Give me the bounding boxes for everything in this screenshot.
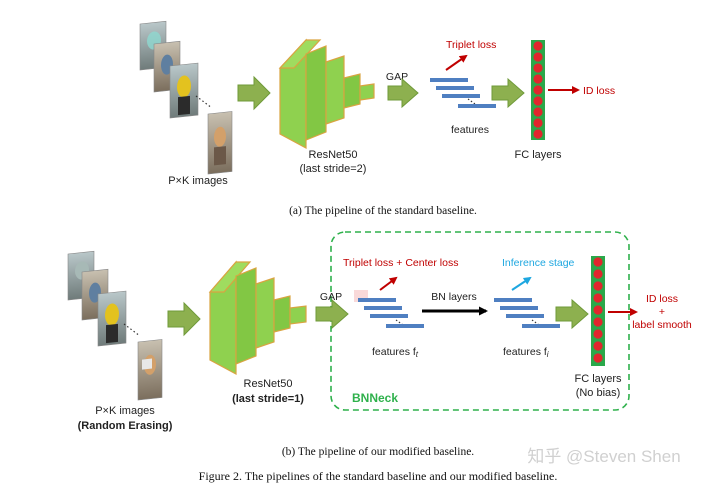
top-id-loss: ID loss	[583, 85, 615, 97]
bn-layers-label: BN layers	[431, 291, 477, 303]
bottom-backbone-label-1: ResNet50	[244, 378, 293, 390]
bottom-gap-label: GAP	[320, 291, 342, 303]
top-triplet-arrow	[445, 54, 468, 71]
top-backbone-label-1: ResNet50	[309, 149, 358, 161]
top-fc-label: FC layers	[514, 149, 562, 161]
top-input-label: P×K images	[168, 175, 228, 187]
bottom-fc-label-2: (No bias)	[576, 387, 621, 399]
bottom-triplet-arrow	[379, 276, 398, 291]
bottom-triplet-center-loss: Triplet loss + Center loss	[343, 257, 458, 269]
top-backbone-label-2: (last stride=2)	[300, 163, 367, 175]
bottom-fc-layer	[591, 256, 605, 366]
inference-stage-label: Inference stage	[502, 257, 575, 269]
bottom-caption: (b) The pipeline of our modified baselin…	[282, 446, 474, 458]
ellipsis-dots-bottom	[123, 323, 141, 337]
watermark: 知乎 @Steven Shen	[527, 447, 680, 466]
bottom-features-t-label: features ft	[372, 346, 419, 359]
top-arrow-to-backbone	[237, 75, 271, 111]
top-arrow-gap	[387, 77, 419, 109]
top-features-label: features	[451, 124, 489, 136]
bottom-input-label-1: P×K images	[95, 405, 155, 417]
bottom-features-t	[354, 290, 424, 328]
bottom-features-i	[494, 298, 560, 328]
bottom-arrow-gap	[315, 298, 349, 330]
bottom-features-i-label: features fi	[503, 346, 549, 359]
bnneck-label: BNNeck	[352, 391, 398, 405]
top-input-images	[139, 20, 233, 175]
top-triplet-loss: Triplet loss	[446, 39, 496, 51]
bottom-arrow-to-fc	[555, 298, 589, 330]
bottom-arrow-to-backbone	[167, 301, 201, 337]
bottom-fc-label-1: FC layers	[574, 373, 622, 385]
figure-caption: Figure 2. The pipelines of the standard …	[199, 469, 558, 483]
bottom-resnet-block	[208, 260, 307, 376]
bottom-backbone-label-2: (last stride=1)	[232, 393, 304, 405]
top-caption: (a) The pipeline of the standard baselin…	[289, 205, 477, 217]
bottom-input-images	[67, 250, 163, 401]
bottom-input-label-2: (Random Erasing)	[78, 420, 173, 432]
bottom-label-smooth: label smooth	[632, 319, 692, 331]
bottom-plus: +	[659, 306, 665, 318]
top-features	[430, 78, 496, 108]
ellipsis-dots	[195, 95, 213, 109]
inference-arrow	[511, 276, 532, 291]
top-arrow-to-fc	[491, 77, 525, 109]
bottom-id-loss: ID loss	[646, 293, 678, 305]
top-fc-layer	[531, 40, 545, 140]
top-resnet-block	[278, 38, 375, 150]
